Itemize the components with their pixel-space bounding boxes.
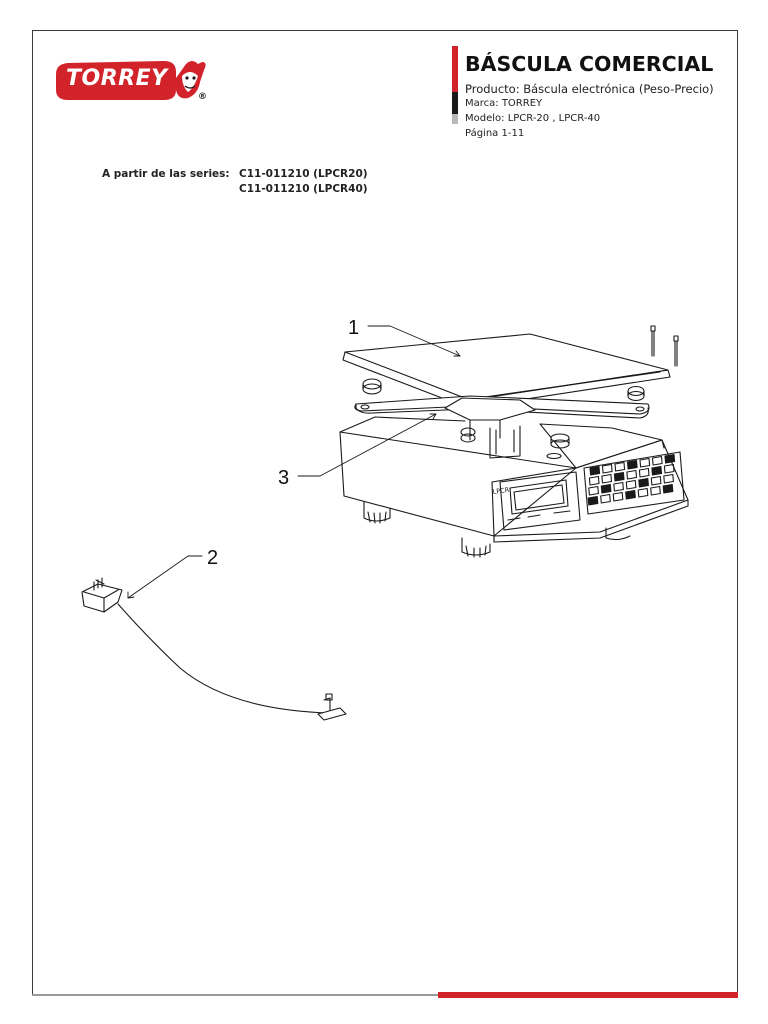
keypad-key bbox=[663, 463, 675, 474]
footer-red-line bbox=[438, 992, 738, 998]
keypad-key bbox=[601, 473, 613, 484]
callout-leaders bbox=[127, 325, 461, 599]
series-label: A partir de las series: bbox=[102, 168, 230, 180]
keypad-key bbox=[587, 495, 599, 506]
keypad-key bbox=[588, 475, 600, 486]
brand-name: TORREY bbox=[66, 66, 168, 91]
keypad-key bbox=[638, 467, 650, 478]
series-block: A partir de las series: C11-011210 (LPCR2… bbox=[102, 168, 368, 198]
footer-grey-line bbox=[32, 994, 438, 996]
keypad-key bbox=[650, 475, 662, 486]
product-line: Producto: Báscula electrónica (Peso-Prec… bbox=[465, 82, 714, 96]
logo-badge-icon bbox=[56, 61, 206, 100]
keypad-key bbox=[651, 465, 663, 476]
keypad-key bbox=[614, 461, 626, 472]
keypad-key bbox=[651, 455, 663, 466]
keypad-key bbox=[662, 483, 674, 494]
display-model-label: LPCR bbox=[492, 486, 510, 496]
page-frame bbox=[32, 30, 738, 996]
keypad-key bbox=[664, 453, 676, 464]
keypad-key bbox=[638, 477, 649, 488]
document-title: BÁSCULA COMERCIAL bbox=[465, 52, 714, 76]
keypad-key bbox=[626, 459, 638, 470]
keypad-key bbox=[650, 485, 661, 496]
scale-body bbox=[339, 416, 689, 558]
keypad-key bbox=[625, 479, 637, 490]
title-accent-bar bbox=[452, 46, 458, 124]
bolts-part bbox=[650, 325, 679, 367]
keypad-key bbox=[613, 471, 625, 482]
series-item: C11-011210 (LPCR40) bbox=[239, 183, 368, 195]
registered-mark: ® bbox=[198, 92, 207, 102]
page-line: Página 1-11 bbox=[465, 128, 525, 139]
keypad-key bbox=[600, 483, 612, 494]
spider-part bbox=[354, 378, 650, 443]
keypad-key bbox=[626, 469, 638, 480]
keypad-key bbox=[639, 457, 651, 468]
series-item: C11-011210 (LPCR20) bbox=[239, 168, 368, 180]
keypad-key bbox=[601, 463, 613, 474]
keypad-key bbox=[613, 481, 624, 492]
keypad-key bbox=[637, 487, 649, 498]
platter-part bbox=[342, 333, 671, 409]
callout-label: 1 bbox=[348, 317, 359, 339]
model-line: Modelo: LPCR-20 , LPCR-40 bbox=[465, 113, 601, 124]
footer-bar bbox=[32, 992, 738, 998]
callout-label: 3 bbox=[278, 467, 289, 489]
keypad-key bbox=[600, 493, 611, 504]
keypad-key bbox=[589, 465, 601, 476]
keypad-key bbox=[612, 491, 624, 502]
keypad-key bbox=[625, 489, 636, 500]
keypad-key bbox=[588, 485, 599, 496]
keypad-key bbox=[663, 473, 674, 484]
brand-line: Marca: TORREY bbox=[465, 98, 543, 109]
adapter-part bbox=[81, 577, 347, 721]
callout-label: 2 bbox=[207, 547, 218, 569]
brand-logo: TORREY bbox=[52, 54, 212, 106]
